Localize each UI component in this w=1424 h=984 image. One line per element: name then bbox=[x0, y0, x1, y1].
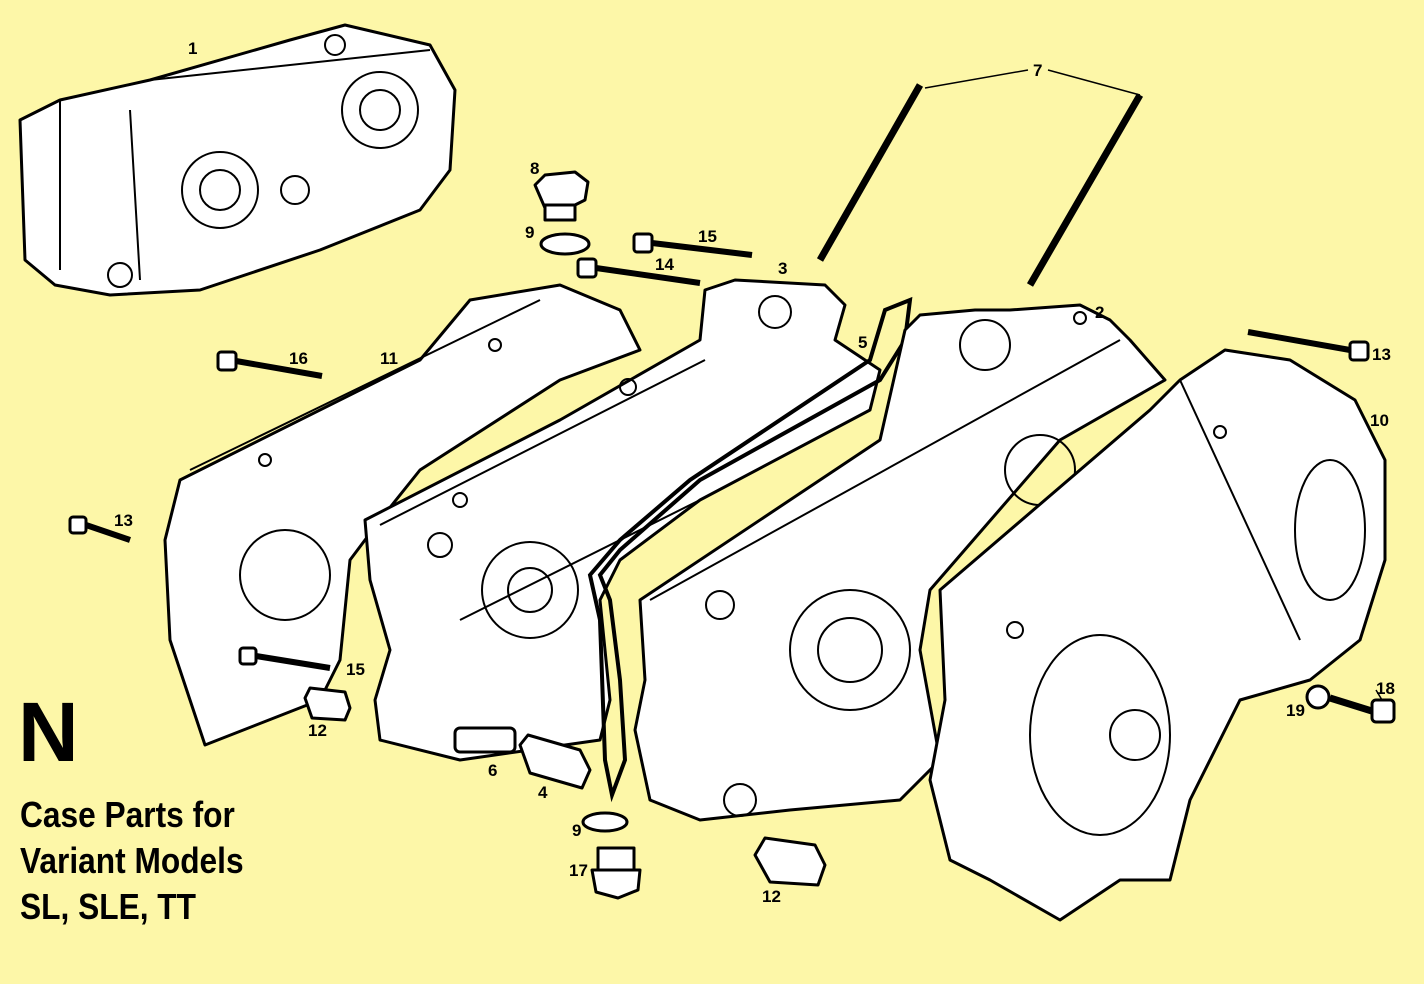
part-7-studs bbox=[816, 83, 1144, 287]
part-17-drain-plug bbox=[590, 846, 642, 900]
part-19-washer bbox=[1305, 684, 1331, 710]
part-13-bolt-left bbox=[68, 515, 131, 543]
callout-13-left: 13 bbox=[114, 511, 133, 530]
callout-6: 6 bbox=[488, 761, 497, 780]
part-4-sleeve bbox=[518, 733, 592, 790]
callout-4: 4 bbox=[538, 783, 548, 802]
part-16-bolt bbox=[216, 350, 323, 379]
callout-19: 19 bbox=[1286, 701, 1305, 720]
part-7-leaders bbox=[924, 69, 1383, 701]
part-18-bolt bbox=[1328, 694, 1396, 724]
callout-1: 1 bbox=[188, 39, 197, 58]
part-10-right-cover bbox=[928, 348, 1387, 922]
callout-5: 5 bbox=[858, 333, 867, 352]
part-15-bolt-lower bbox=[238, 646, 331, 671]
part-9-washer-bottom bbox=[581, 811, 629, 833]
callout-16: 16 bbox=[289, 349, 308, 368]
callout-12-bottom: 12 bbox=[762, 887, 781, 906]
callout-14: 14 bbox=[655, 255, 674, 274]
caption-line-3: SL, SLE, TT bbox=[20, 886, 197, 927]
part-12-sleeve-left bbox=[303, 686, 352, 722]
part-6-dowel bbox=[453, 726, 517, 754]
part-8-drain-plug bbox=[533, 170, 590, 222]
part-2-right-crankcase bbox=[633, 303, 1167, 822]
part-13-bolt-right bbox=[1247, 329, 1370, 362]
part-14-bolt bbox=[576, 257, 701, 286]
part-5-gasket bbox=[587, 296, 913, 803]
caption-line-1: Case Parts for bbox=[20, 794, 235, 835]
callout-17: 17 bbox=[569, 861, 588, 880]
part-3-left-crankcase bbox=[363, 278, 882, 762]
callout-3: 3 bbox=[778, 259, 787, 278]
callout-9-bottom: 9 bbox=[572, 821, 581, 840]
callout-9-top: 9 bbox=[525, 223, 534, 242]
part-9-washer-top bbox=[539, 232, 591, 256]
callout-2: 2 bbox=[1095, 303, 1104, 322]
part-11-left-cover bbox=[163, 283, 642, 747]
callout-8: 8 bbox=[530, 159, 539, 178]
callout-7: 7 bbox=[1033, 61, 1042, 80]
callout-10: 10 bbox=[1370, 411, 1389, 430]
callout-13-right: 13 bbox=[1372, 345, 1391, 364]
caption-line-2: Variant Models bbox=[20, 840, 244, 881]
callout-11: 11 bbox=[380, 349, 398, 368]
callout-18: 18 bbox=[1376, 679, 1395, 698]
callout-12-left: 12 bbox=[308, 721, 327, 740]
callouts: 1 2 3 4 5 6 7 8 9 9 10 11 12 12 13 13 14… bbox=[114, 39, 1395, 906]
diagram-caption: Case Parts for Variant Models SL, SLE, T… bbox=[20, 792, 244, 930]
section-letter: N bbox=[18, 685, 79, 779]
part-12-sleeve-bottom bbox=[753, 836, 827, 887]
callout-15-top: 15 bbox=[698, 227, 717, 246]
part-1-crankcase-half bbox=[18, 23, 457, 297]
part-15-bolt-top bbox=[632, 232, 753, 258]
callout-15-lower: 15 bbox=[346, 660, 365, 679]
